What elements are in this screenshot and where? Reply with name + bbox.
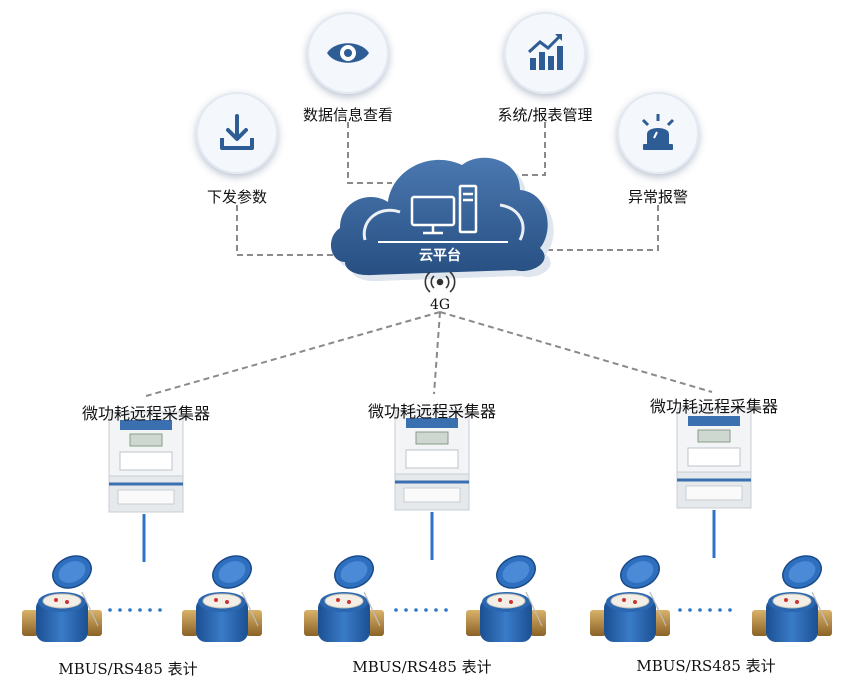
view-link bbox=[347, 122, 392, 184]
function-label-view: 数据信息查看 bbox=[302, 106, 394, 124]
function-label-alarm: 异常报警 bbox=[627, 188, 689, 206]
4g-links bbox=[145, 311, 713, 397]
meter-group-center bbox=[303, 549, 547, 643]
meter-group-right bbox=[589, 549, 833, 643]
chart-icon bbox=[527, 33, 563, 70]
eye-icon bbox=[327, 43, 369, 63]
meters-label-right: MBUS/RS485 表计 bbox=[636, 657, 776, 675]
view-node bbox=[307, 12, 389, 94]
collector-device-left bbox=[107, 410, 185, 514]
alarm-icon bbox=[641, 114, 675, 150]
function-links bbox=[236, 122, 659, 256]
collector-label-right: 微功耗远程采集器 bbox=[649, 397, 779, 416]
download-node bbox=[196, 92, 278, 174]
collector-device-center bbox=[393, 408, 471, 512]
cloud-platform: 云平台 bbox=[330, 157, 554, 282]
wireless-icon bbox=[424, 271, 456, 293]
collector-device-right bbox=[675, 406, 753, 510]
meters-label-left: MBUS/RS485 表计 bbox=[58, 660, 198, 678]
collector-label-left: 微功耗远程采集器 bbox=[81, 404, 211, 423]
server-icon bbox=[410, 184, 478, 235]
download-icon bbox=[220, 114, 254, 150]
link-right bbox=[439, 311, 713, 393]
cloud-label: 云平台 bbox=[419, 247, 461, 264]
report-link bbox=[478, 122, 546, 176]
function-label-download: 下发参数 bbox=[206, 188, 268, 206]
collector-label-center: 微功耗远程采集器 bbox=[367, 402, 497, 421]
function-label-report: 系统/报表管理 bbox=[497, 106, 593, 124]
download-link bbox=[236, 205, 345, 256]
link-center bbox=[433, 311, 441, 395]
alarm-link bbox=[540, 205, 659, 251]
bus-lines bbox=[142, 510, 716, 562]
report-node bbox=[504, 12, 586, 94]
meter-ellipsis bbox=[108, 608, 732, 612]
link-left bbox=[145, 311, 441, 397]
meters-label-center: MBUS/RS485 表计 bbox=[352, 658, 492, 676]
alarm-node bbox=[617, 92, 699, 174]
meter-group-left bbox=[21, 549, 263, 643]
4g-label: 4G bbox=[430, 297, 450, 313]
